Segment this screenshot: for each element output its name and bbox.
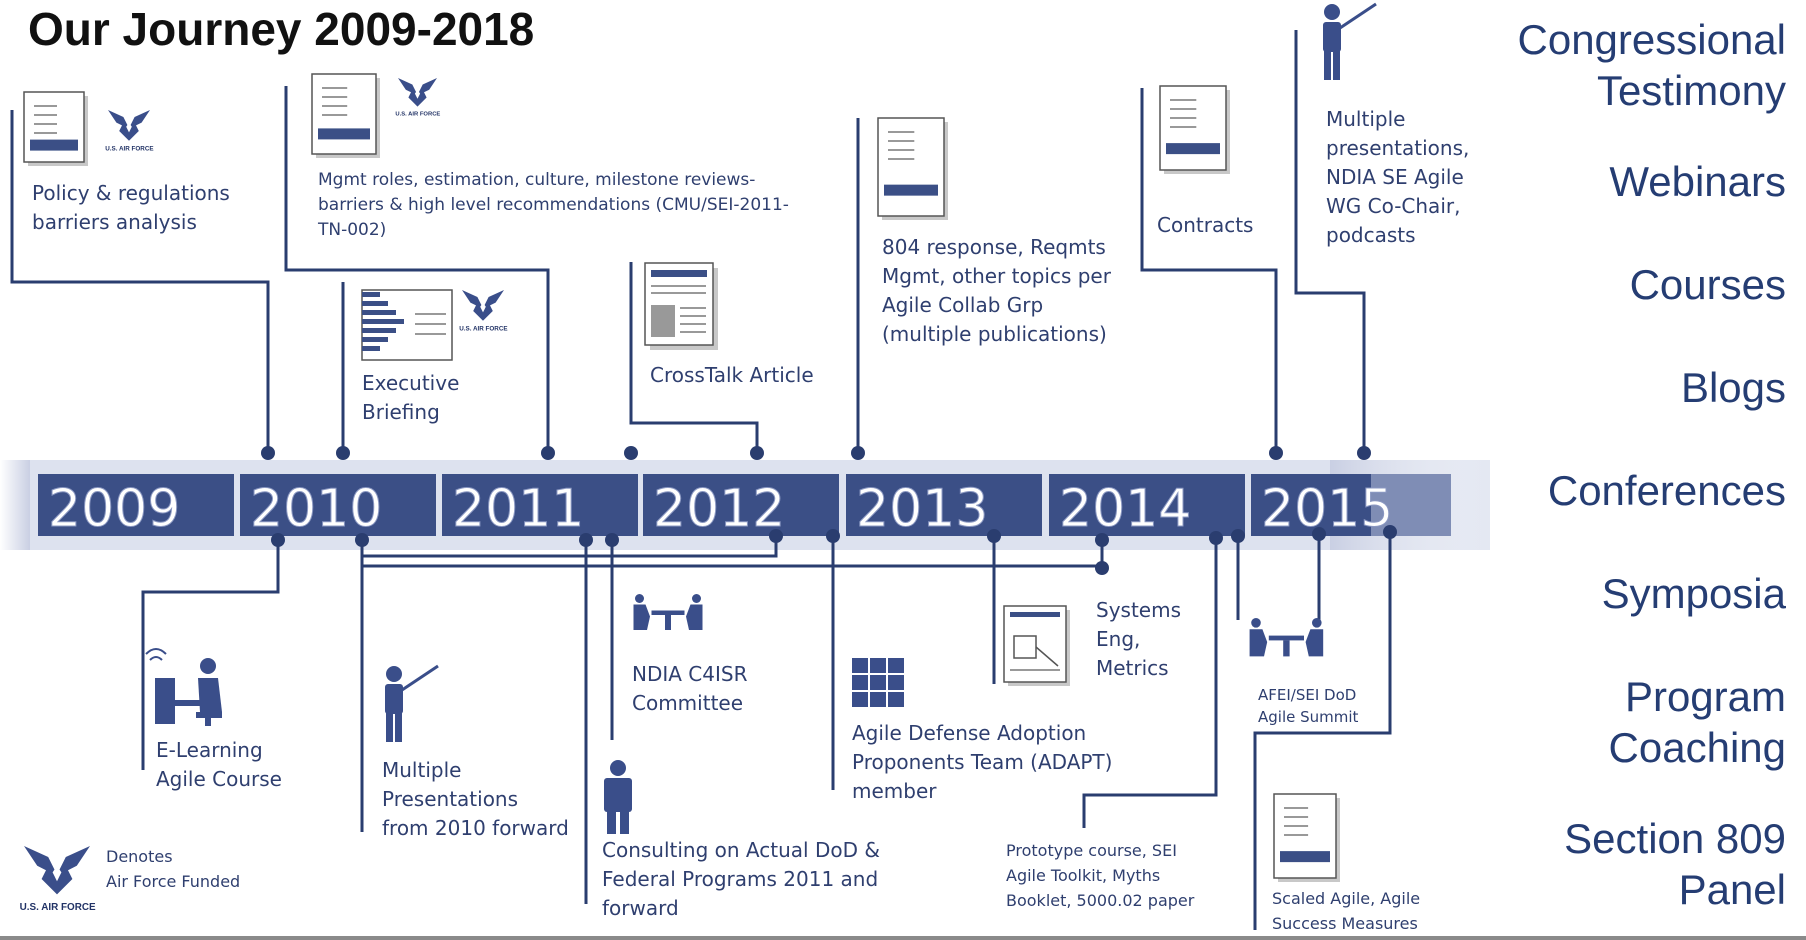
article-icon (644, 262, 718, 350)
connector-line (284, 86, 550, 453)
document-icon (311, 73, 380, 158)
timeline-node (851, 446, 865, 460)
air-force-logo-icon: U.S. AIR FORCE (395, 78, 440, 118)
svg-text:U.S. AIR FORCE: U.S. AIR FORCE (459, 326, 507, 333)
year-segment: 2014 (1049, 474, 1245, 540)
year-segment-bg (846, 474, 1042, 536)
briefing-icon (361, 289, 453, 361)
year-label: 2011 (452, 479, 584, 539)
presenter-icon (1323, 2, 1377, 80)
event-adapt-label: Agile Defense Adoption Proponents Team (… (852, 721, 1113, 803)
event-scaled-label: Scaled Agile, Agile Success Measures (1272, 889, 1421, 933)
year-segment-bg (240, 474, 436, 536)
timeline-node (1269, 446, 1283, 460)
year-label: 2009 (48, 479, 180, 539)
year-segment: 2013 (846, 474, 1042, 540)
timeline-node (1095, 561, 1109, 575)
timeline-node (261, 446, 275, 460)
year-segment: 2009 (38, 474, 234, 540)
year-segment: 2012 (643, 474, 839, 540)
event-exec-briefing-label: Executive Briefing (362, 371, 460, 424)
air-force-logo-icon: U.S. AIR FORCE (105, 110, 154, 153)
outreach-item-coaching: Program Coaching (1608, 673, 1786, 771)
svg-text:U.S. AIR FORCE: U.S. AIR FORCE (20, 902, 96, 913)
event-multi-presentations-top-label: Multiple presentations, NDIA SE Agile WG… (1326, 107, 1470, 247)
air-force-logo-icon: U.S. AIR FORCE (459, 290, 508, 333)
year-segment: 2011 (442, 474, 638, 540)
outreach-item-blogs: Blogs (1680, 364, 1786, 411)
svg-text:U.S. AIR FORCE: U.S. AIR FORCE (395, 112, 440, 118)
timeline-node (336, 446, 350, 460)
document-icon (23, 91, 88, 166)
outreach-list: Congressional Testimony Webinars Courses… (1456, 14, 1787, 915)
year-label: 2015 (1261, 479, 1393, 539)
timeline-node (750, 446, 764, 460)
svg-text:U.S. AIR FORCE: U.S. AIR FORCE (105, 146, 153, 153)
outreach-item-congressional: Congressional Testimony (1517, 16, 1787, 114)
year-segment-bg (643, 474, 839, 536)
connector-line (629, 262, 759, 453)
event-syseng-label: Systems Eng, Metrics (1096, 598, 1181, 680)
document-icon (1273, 793, 1340, 882)
timeline-node (624, 446, 638, 460)
event-contracts-label: Contracts (1157, 213, 1254, 237)
year-label: 2014 (1059, 479, 1191, 539)
year-label: 2012 (653, 479, 785, 539)
connector-line (1294, 30, 1366, 453)
air-force-logo-icon: U.S. AIR FORCE (20, 846, 96, 913)
outreach-item-courses: Courses (1629, 261, 1786, 308)
year-label: 2010 (250, 479, 382, 539)
connector-line (1253, 532, 1392, 930)
outreach-item-webinars: Webinars (1609, 158, 1786, 205)
meeting-icon (1249, 618, 1324, 657)
year-segment: 2010 (240, 474, 436, 540)
connector-line (362, 536, 778, 558)
connector-line (1140, 88, 1278, 453)
event-prototype-label: Prototype course, SEI Agile Toolkit, Myt… (1006, 841, 1195, 910)
grid-icon (852, 658, 904, 707)
event-mgmt-label: Mgmt roles, estimation, culture, milesto… (318, 170, 789, 240)
meeting-icon (633, 594, 703, 630)
metrics-doc-icon (1003, 605, 1070, 686)
event-ndia-label: NDIA C4ISR Committee (632, 662, 748, 715)
event-consulting-label: Consulting on Actual DoD & Federal Progr… (602, 838, 880, 920)
legend-text: Denotes Air Force Funded (106, 847, 241, 891)
connector-line (10, 110, 270, 453)
event-policy-label: Policy & regulations barriers analysis (32, 181, 230, 234)
event-elearning-label: E-Learning Agile Course (156, 738, 282, 791)
timeline-node (1357, 446, 1371, 460)
presenter-icon (385, 664, 439, 742)
bottom-rule (0, 936, 1806, 940)
outreach-item-section-809: Section 809 Panel (1564, 815, 1786, 913)
timeline-node (541, 446, 555, 460)
year-segment-bg (38, 474, 234, 536)
connector-line (1082, 538, 1218, 828)
document-icon (1159, 85, 1230, 174)
year-segment: 2015 (1251, 474, 1451, 540)
year-label: 2013 (856, 479, 988, 539)
outreach-item-symposia: Symposia (1601, 570, 1786, 617)
document-icon (877, 117, 948, 220)
year-segment-bg (1049, 474, 1245, 536)
connector-line (141, 540, 280, 770)
outreach-item-conferences: Conferences (1547, 467, 1786, 514)
event-crosstalk-label: CrossTalk Article (650, 363, 814, 387)
page-title: Our Journey 2009-2018 (28, 3, 535, 55)
timeline-band: 2009 2010 2011 2012 2013 2014 2015 (0, 460, 1490, 550)
year-segment-fade (1371, 474, 1451, 536)
person-icon (604, 760, 632, 834)
elearning-icon (145, 648, 222, 726)
event-afei-label: AFEI/SEI DoD Agile Summit (1258, 686, 1359, 726)
event-multi-presentations-bottom-label: Multiple Presentations from 2010 forward (382, 758, 569, 840)
year-segment-bg (442, 474, 638, 536)
event-804-label: 804 response, Reqmts Mgmt, other topics … (882, 235, 1111, 346)
